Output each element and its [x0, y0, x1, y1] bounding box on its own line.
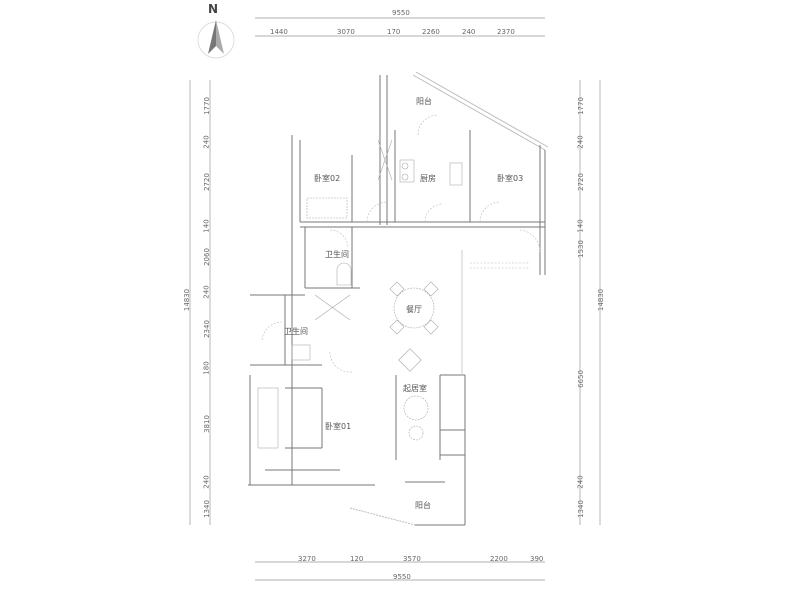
bottom-dimension-2: 120 — [350, 555, 364, 563]
top-dimension-4: 2260 — [422, 28, 440, 36]
bottom-dimension-4: 2200 — [490, 555, 508, 563]
room-label-balcony-north: 阳台 — [416, 97, 432, 106]
top-dimension-3: 170 — [387, 28, 401, 36]
room-label-dining: 餐厅 — [406, 305, 422, 314]
bottom-total-dimension: 9550 — [393, 573, 411, 581]
top-total-dimension: 9550 — [392, 9, 410, 17]
room-label-living: 起居室 — [403, 384, 427, 393]
room-label-bedroom02: 卧室02 — [314, 174, 341, 183]
top-dimension-5: 240 — [462, 28, 476, 36]
bottom-dimension-5: 390 — [530, 555, 544, 563]
room-label-balcony-south: 阳台 — [415, 501, 431, 510]
top-dimension-6: 2370 — [497, 28, 515, 36]
room-label-bathroom-lower: 卫生间 — [284, 327, 308, 336]
top-dimension-2: 3070 — [337, 28, 355, 36]
bottom-dimension-1: 3270 — [298, 555, 316, 563]
room-label-bathroom-upper: 卫生间 — [325, 250, 349, 259]
room-label-kitchen: 厨房 — [420, 174, 436, 183]
bottom-dimension-3: 3570 — [403, 555, 421, 563]
top-dimension-1: 1440 — [270, 28, 288, 36]
room-label-bedroom01: 卧室01 — [325, 422, 352, 431]
north-label: N — [208, 2, 219, 16]
room-label-bedroom03: 卧室03 — [497, 174, 524, 183]
north-arrow-icon — [197, 20, 235, 59]
